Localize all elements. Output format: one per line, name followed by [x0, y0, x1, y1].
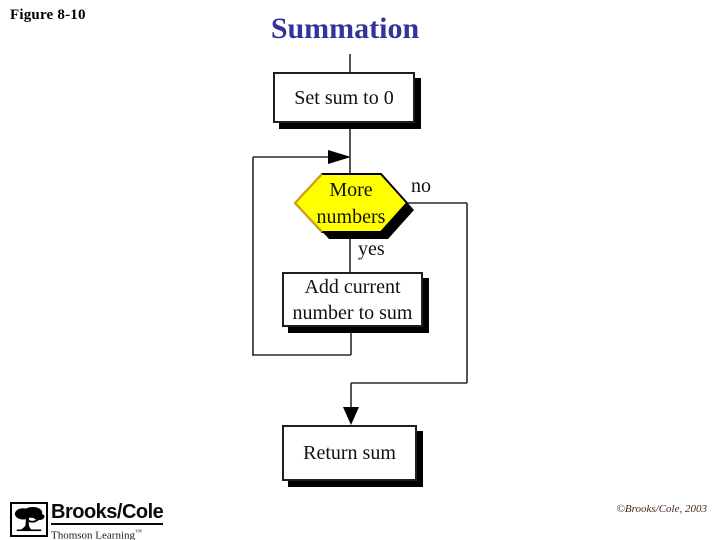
edge-label-no: no	[411, 175, 431, 197]
figure-label: Figure 8-10	[10, 7, 86, 23]
page-title: Summation	[270, 12, 420, 45]
node-label-line2: number to sum	[292, 301, 413, 324]
node-label-line2: numbers	[316, 206, 386, 228]
tree-icon	[10, 502, 48, 537]
brooks-cole-logo: Brooks/Cole Thomson Learning™	[10, 501, 164, 540]
logo-primary-text: Brooks/Cole	[51, 501, 164, 525]
flowchart-node-add-current: Add current number to sum	[282, 272, 423, 327]
arrowhead-loop-junction	[328, 150, 351, 164]
flowchart-node-set-sum: Set sum to 0	[273, 72, 415, 123]
logo-text-block: Brooks/Cole Thomson Learning™	[51, 501, 164, 540]
flowchart-node-return-sum: Return sum	[282, 425, 417, 481]
node-label: Return sum	[303, 442, 396, 464]
flowchart-node-more-numbers: More numbers	[293, 177, 409, 231]
decision-left-edge-highlight	[293, 173, 323, 233]
trademark-symbol: ™	[135, 528, 142, 536]
logo-secondary-text: Thomson Learning™	[51, 526, 163, 540]
edge-label-yes: yes	[358, 238, 385, 260]
logo-secondary-name: Thomson Learning	[51, 529, 136, 540]
node-label-line1: Add current	[304, 275, 401, 298]
copyright-text: ©Brooks/Cole, 2003	[616, 503, 707, 515]
node-label-line1: More	[329, 179, 373, 201]
arrowhead-into-return	[343, 407, 359, 425]
node-label: Set sum to 0	[294, 86, 394, 109]
